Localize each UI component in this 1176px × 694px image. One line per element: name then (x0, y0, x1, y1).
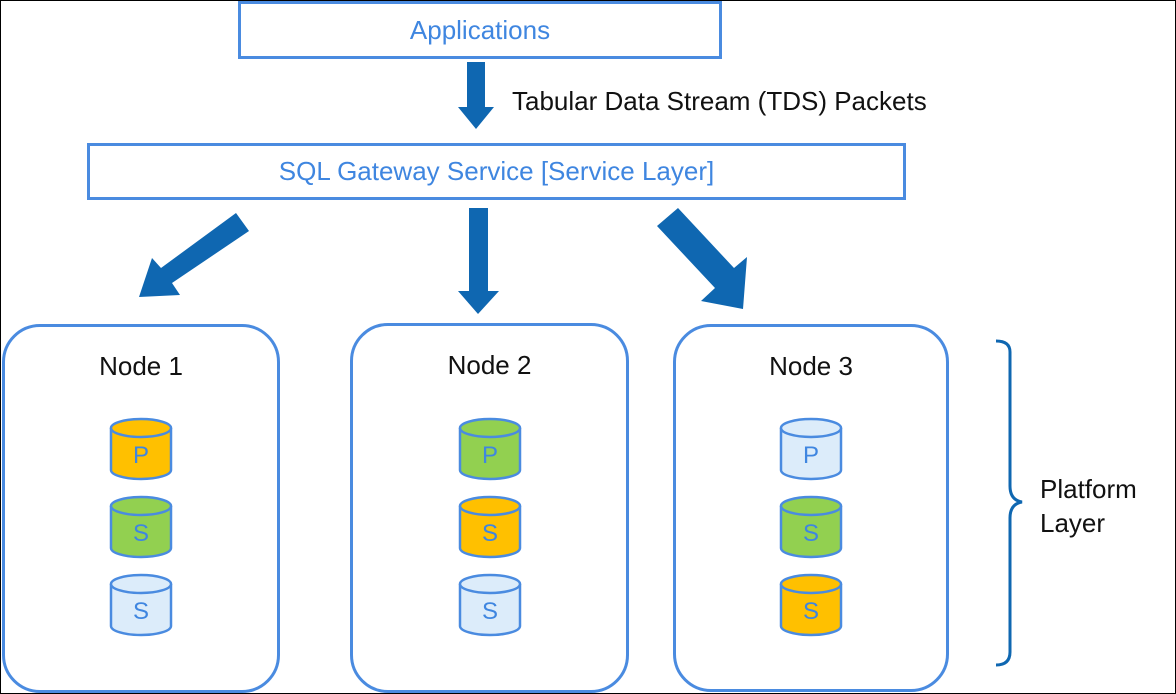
node-card: Node 2 P S S (350, 323, 629, 693)
platform-label-line: Layer (1040, 508, 1106, 538)
replica-letter: S (481, 520, 497, 547)
replica-letter: P (803, 442, 819, 469)
replica-letter: P (481, 442, 497, 469)
sql-gateway-label: SQL Gateway Service [Service Layer] (278, 156, 715, 186)
replica-letter: S (133, 598, 149, 625)
replica-letter: S (133, 520, 149, 547)
platform-label-line: Platform (1040, 474, 1137, 504)
database-replica-icon: S (779, 495, 843, 559)
down-arrow-icon (458, 62, 494, 129)
node-card: Node 1 P S S (2, 324, 280, 693)
database-replica-icon: P (109, 417, 173, 481)
database-replica-icon: P (779, 417, 843, 481)
database-replica-icon: P (458, 417, 521, 481)
database-replica-icon: S (458, 573, 521, 637)
platform-bracket-icon (995, 339, 1023, 667)
node-title: Node 1 (99, 351, 183, 381)
database-replica-icon: S (458, 495, 521, 559)
replica-letter: S (803, 598, 819, 625)
down-right-arrow-icon (657, 208, 747, 309)
replica-letter: P (133, 442, 149, 469)
applications-box: Applications (238, 1, 722, 59)
applications-label: Applications (409, 14, 551, 45)
database-replica-icon: S (109, 495, 173, 559)
node-title: Node 2 (447, 350, 532, 380)
node-card: Node 3 P S S (673, 324, 949, 692)
node-title: Node 3 (769, 351, 853, 381)
replica-letter: S (481, 598, 497, 625)
down-arrow-icon (458, 208, 499, 314)
tds-packets-label: Tabular Data Stream (TDS) Packets (512, 86, 927, 116)
replica-letter: S (803, 520, 819, 547)
sql-gateway-box: SQL Gateway Service [Service Layer] (87, 143, 906, 200)
down-left-arrow-icon (139, 213, 249, 297)
database-replica-icon: S (779, 573, 843, 637)
platform-layer-label: Platform Layer (1040, 472, 1137, 540)
database-replica-icon: S (109, 573, 173, 637)
